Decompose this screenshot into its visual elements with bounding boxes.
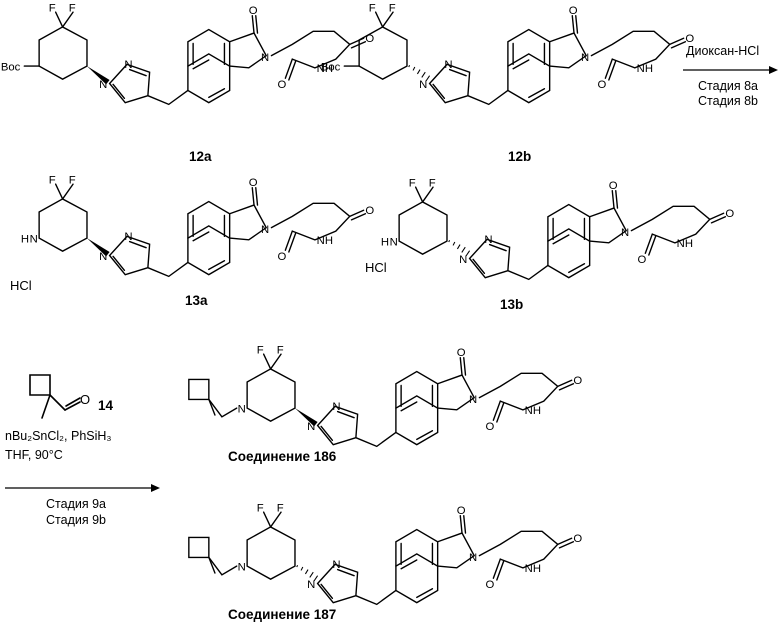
- compound-13a: H N: [21, 174, 375, 276]
- step1-reagent: Диоксан-HCl: [686, 44, 759, 58]
- svg-text:Boc: Boc: [321, 61, 341, 73]
- step1-stage-b: Стадия 8b: [698, 94, 758, 108]
- compound-13b: H N: [381, 177, 735, 279]
- svg-text:H: H: [21, 233, 29, 245]
- svg-text:N: N: [30, 233, 38, 245]
- label-186: Соединение 186: [228, 449, 337, 464]
- svg-text:H: H: [381, 236, 389, 248]
- compound-12b: Boc: [321, 2, 695, 104]
- compound-187: N: [189, 502, 583, 604]
- label-12a: 12a: [189, 149, 212, 164]
- label-13a: 13a: [185, 293, 208, 308]
- step2-condition-2: THF, 90°C: [5, 448, 63, 462]
- salt-13b: HCl: [365, 260, 387, 275]
- compound-12a: Boc: [1, 2, 375, 104]
- label-14: 14: [98, 398, 114, 413]
- svg-text:N: N: [390, 236, 398, 248]
- svg-text:O: O: [80, 392, 90, 407]
- svg-text:N: N: [238, 403, 246, 415]
- step2-stage-a: Стадия 9a: [46, 497, 106, 511]
- salt-13a: HCl: [10, 278, 32, 293]
- step2-stage-b: Стадия 9b: [46, 513, 106, 527]
- label-12b: 12b: [508, 149, 531, 164]
- reagent-14: O 14: [30, 375, 114, 418]
- reaction-arrow-1: Диоксан-HCl Стадия 8a Стадия 8b: [683, 44, 778, 108]
- label-187: Соединение 187: [228, 607, 336, 622]
- label-13b: 13b: [500, 297, 523, 312]
- svg-text:N: N: [238, 561, 246, 573]
- compound-186: N: [189, 344, 583, 446]
- step1-stage-a: Стадия 8a: [698, 79, 758, 93]
- step2-condition-1: nBu₂SnCl₂, PhSiH₃: [5, 429, 112, 443]
- svg-text:Boc: Boc: [1, 61, 21, 73]
- reaction-arrow-2: [5, 484, 160, 492]
